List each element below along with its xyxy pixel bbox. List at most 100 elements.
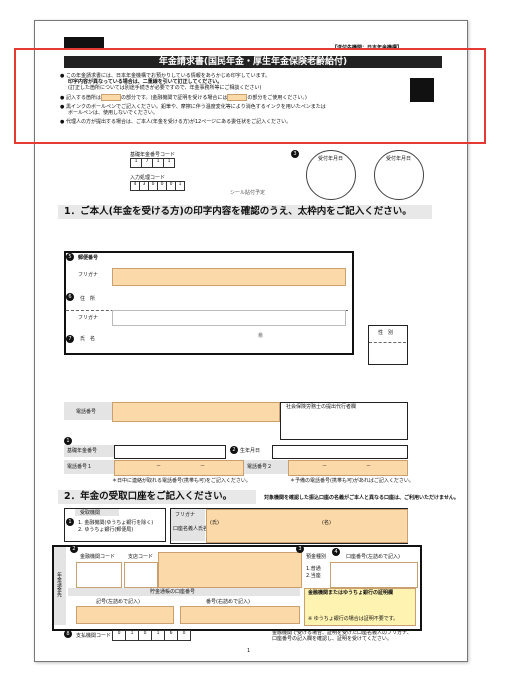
bangou-label: 番号(右詰めで記入): [206, 599, 250, 605]
code2-label: 入力処理コード: [130, 175, 166, 181]
tel2-dash-b: －: [366, 463, 372, 469]
note-line-4b: の部分です。(金融機関で証明を受ける場合には: [120, 95, 228, 101]
phone-label: 電話番号: [76, 409, 97, 415]
yucho-header: 貯金通帳の口座番号: [150, 589, 196, 595]
bottom-digit-4: 1: [151, 630, 165, 641]
branch-code-input[interactable]: [124, 562, 158, 588]
circle-number-6: 6: [66, 293, 74, 301]
gender-divider: [369, 342, 406, 343]
bottom-digit-6: 0: [177, 630, 191, 641]
note-line-3: (訂正した箇所については別途手続きが必要ですので、年金事務所等にご相談ください): [68, 85, 262, 91]
code2-d6: 1: [175, 181, 185, 191]
address-label: 住 所: [80, 296, 96, 302]
account-no-input[interactable]: [330, 562, 418, 588]
holder-label: 口座名義人氏名: [173, 526, 209, 532]
stamp1-label: 受付年月日: [318, 156, 344, 162]
birth-field: [272, 445, 408, 459]
applicant-frame: [64, 251, 354, 355]
circle-number-1b: 1: [66, 518, 74, 526]
side-label: 年金送金先: [56, 572, 62, 597]
bangou-input[interactable]: [180, 606, 300, 624]
kigou-input[interactable]: [76, 606, 174, 624]
bottom-digit-5: 6: [164, 630, 178, 641]
code1-label: 基礎年金番号コード: [130, 152, 176, 158]
bottom-digit-1: 0: [112, 630, 126, 641]
circle-number-4b: 4: [332, 548, 340, 556]
note-line-1: ● この年金請求書には、日本年金機構でお預かりしている情報をあらかじめ印字してい…: [60, 73, 271, 79]
furigana2-label: フリガナ: [78, 315, 99, 321]
account-option-1: 1. 金融機関(ゆうちょ銀行を除く): [78, 520, 154, 526]
tel2-dash-a: －: [322, 463, 328, 469]
bottom-digit-2: 1: [125, 630, 139, 641]
postal-label: 郵便番号: [78, 255, 99, 261]
bank-code-input[interactable]: [76, 562, 122, 588]
furigana-input[interactable]: [112, 268, 346, 286]
branch-code-label: 支店コード: [128, 554, 154, 560]
sharoushi-box: [280, 402, 408, 440]
kiso-label: 基礎年金番号: [67, 448, 98, 454]
account-kind-1: 1.普通: [306, 566, 321, 572]
stamp2-label: 受付年月日: [386, 156, 412, 162]
account-kind-2: 2.当座: [306, 573, 321, 579]
sharoushi-label: 社会保険労務士の提出代行者欄: [286, 404, 357, 410]
bank-code-label: 金融機関コード: [80, 554, 116, 560]
entry-color-swatch: [100, 94, 121, 101]
kigou-label: 記号(左詰めで記入): [96, 599, 140, 605]
account-option-2: 2. ゆうちょ銀行(郵便局): [78, 527, 134, 533]
gender-box: [368, 325, 408, 365]
holder-input[interactable]: [206, 509, 408, 543]
holder-label-bg: [171, 509, 205, 541]
redacted-block: [64, 37, 104, 48]
account-no-label: 口座番号(左詰めで記入): [346, 554, 400, 560]
bank-color-swatch: [227, 94, 248, 101]
account-kind-label: 預金種別: [306, 554, 327, 560]
seal-mark: ㊞: [258, 333, 264, 339]
reception-stamp-2: [374, 150, 424, 200]
kiso-number-field: [114, 445, 226, 459]
tel1-label-bg: [64, 460, 114, 474]
page-number: 1: [247, 648, 251, 654]
highlight-frame: [14, 48, 486, 144]
birth-label: 生年月日: [240, 448, 261, 454]
tel1-dash-a: －: [156, 463, 162, 469]
circle-number-3b: 3: [296, 545, 304, 553]
note-line-7: ● 代理人の方が提出する場合は、ご本人(年金を受ける方)が12ページにある委任状…: [60, 119, 292, 125]
name-furigana-input[interactable]: [112, 310, 346, 326]
circle-number-2: 2: [230, 446, 238, 454]
section2-heading: 2．年金の受取口座をご記入ください。: [58, 490, 256, 504]
note-line-4: ● 記入する箇所はの部分です。(金融機関で証明を受ける場合にはの部分をご使用くだ…: [60, 94, 420, 101]
kiso-label-bg: [64, 445, 114, 457]
tel2-footnote: ＊予備の電話番号(携帯も可)があればご記入ください。: [290, 478, 414, 484]
circle-number-7: 7: [66, 335, 74, 343]
name-label: 氏 名: [80, 336, 96, 342]
tel1-dash-b: －: [200, 463, 206, 469]
tel1-label: 電話番号１: [67, 464, 93, 470]
holder-surname-mark: (氏): [210, 520, 219, 526]
bottom-digit-3: 0: [138, 630, 152, 641]
notes-block: ● この年金請求書には、日本年金機構でお預かりしている情報をあらかじめ印字してい…: [60, 73, 420, 125]
code1-d4: 1: [163, 158, 175, 168]
note-line-2: 印字内容が異なっている場合は、二重線を引いて訂正してください。: [68, 79, 223, 85]
phone-input[interactable]: [112, 402, 280, 422]
tel2-input[interactable]: [288, 460, 408, 476]
side-label-bg: [54, 547, 66, 625]
circle-number-b: 8: [64, 630, 72, 638]
note-line-4a: ● 記入する箇所は: [60, 95, 101, 101]
holder-given-mark: (名): [322, 520, 331, 526]
certify-box: [304, 588, 416, 626]
tel2-label-bg: [244, 460, 288, 474]
circle-number-2b: 2: [70, 545, 78, 553]
section2-warning: 対象機関を確認した振込口座の名義がご本人と異なる口座は、ご利用いただけません。: [264, 495, 459, 501]
account-type-label: 受取機関: [80, 510, 101, 516]
note-line-5: ● 黒インクのボールペンでご記入ください。鉛筆や、摩擦に伴う温度変化等により消色…: [60, 104, 326, 110]
bottom-code-label: 支払機関コード: [76, 633, 112, 639]
section1-heading: 1．ご本人(年金を受ける方)の印字内容を確認のうえ、太枠内をご記入ください。: [58, 205, 432, 219]
tel1-input[interactable]: [114, 460, 244, 476]
bank-name-input[interactable]: [158, 552, 302, 588]
reception-stamp-1: [306, 150, 356, 200]
account-type-label-bg: [75, 509, 119, 516]
circle-number-5: 5: [66, 253, 74, 261]
form-title: 年金請求書(国民年金・厚生年金保険老齢給付): [64, 56, 442, 68]
certify-label: 金融機関またはゆうちょ銀行の証明欄: [308, 590, 394, 596]
tel2-label: 電話番号２: [247, 464, 273, 470]
